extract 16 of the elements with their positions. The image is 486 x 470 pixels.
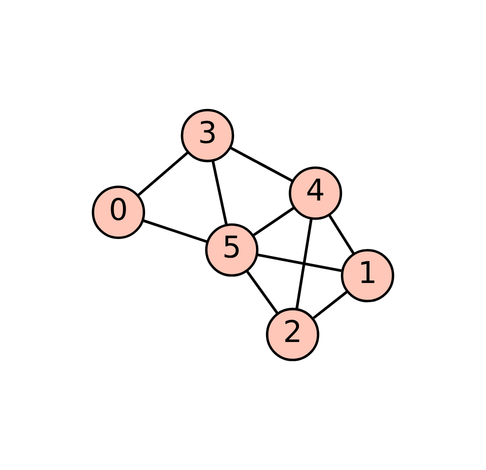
connector <box>143 219 208 244</box>
node-circle: 3 <box>180 108 234 162</box>
connector <box>137 151 189 196</box>
connector <box>252 206 296 236</box>
node-circle: 0 <box>92 186 146 239</box>
connector <box>246 270 278 314</box>
node-circle: 4 <box>288 166 342 220</box>
connector <box>328 214 355 255</box>
node-circle: 5 <box>205 223 258 277</box>
node-circle: 2 <box>266 308 320 362</box>
node-circle: 1 <box>340 248 394 302</box>
connector <box>312 290 348 320</box>
connector <box>295 218 313 309</box>
connector <box>230 146 294 182</box>
connector <box>212 160 228 225</box>
connector <box>256 253 342 272</box>
